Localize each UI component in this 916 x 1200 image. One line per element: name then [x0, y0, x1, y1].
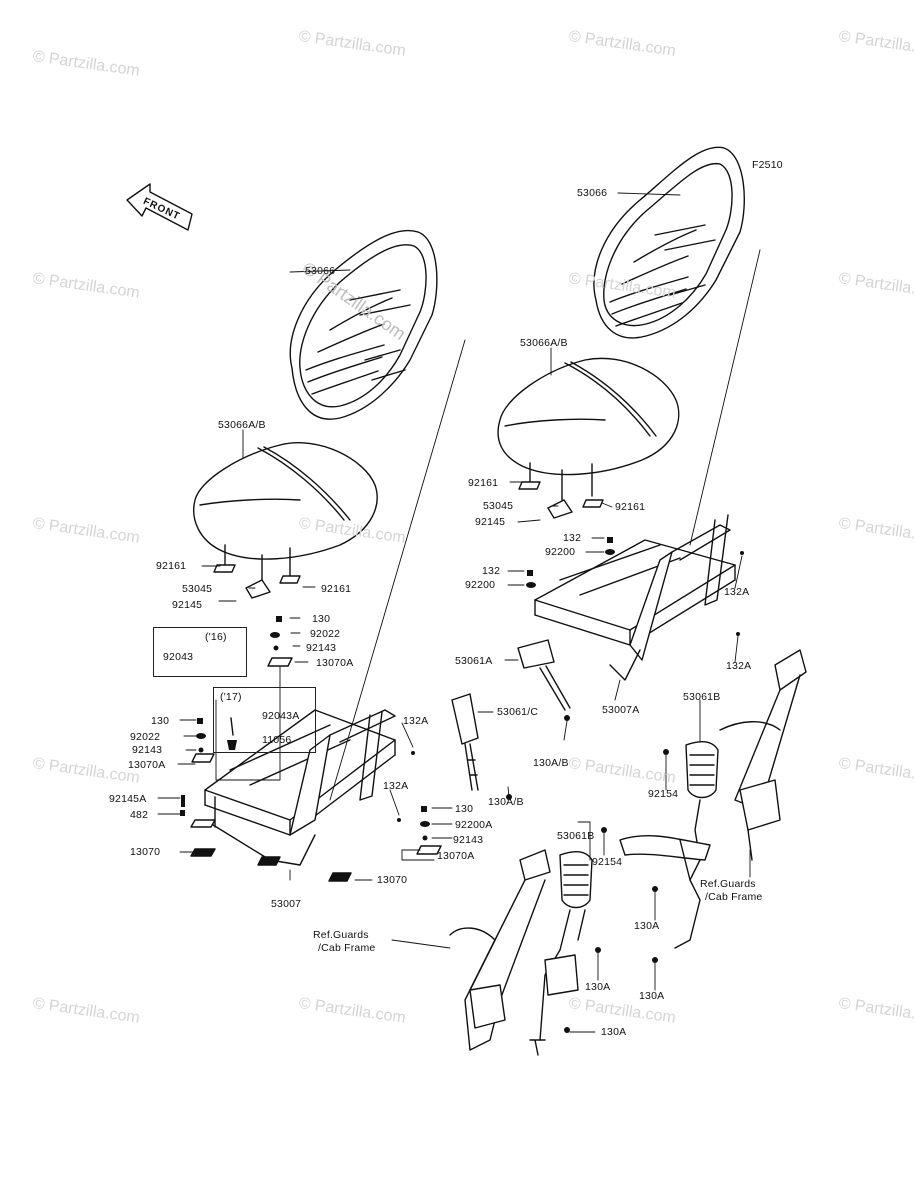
guard-frame-lh [449, 849, 551, 1051]
right-seat-back [593, 146, 745, 339]
part-label[interactable]: 53066A/B [520, 337, 568, 349]
part-label[interactable]: 53061/C [497, 706, 539, 718]
part-label[interactable]: 132A [403, 715, 429, 727]
part-label[interactable]: 13070 [130, 846, 161, 858]
seat-belt-retractor-center [529, 851, 593, 1056]
part-label[interactable]: 53061B [683, 691, 721, 703]
part-label[interactable]: 92143 [132, 744, 163, 756]
part-label[interactable]: 92161 [615, 501, 646, 513]
fasteners [180, 537, 744, 1033]
part-label[interactable]: 92043A [262, 710, 300, 722]
part-label[interactable]: 53007 [271, 898, 302, 910]
variant-label-2016: ('16) [205, 631, 227, 643]
part-label[interactable]: 92022 [130, 731, 161, 743]
seat-belt-retractor-rh [619, 741, 719, 949]
part-label[interactable]: 92145 [475, 516, 506, 528]
part-label[interactable]: 130A/B [488, 796, 524, 808]
part-label[interactable]: 132A [724, 586, 750, 598]
guard-frame-rh [719, 649, 807, 861]
part-label[interactable]: 132 [563, 532, 582, 544]
part-label[interactable]: 130A [585, 981, 611, 993]
washers-seals [190, 657, 442, 882]
variant-box-2017 [213, 687, 316, 753]
part-label[interactable]: 92145A [109, 793, 147, 805]
part-label[interactable]: 92022 [310, 628, 341, 640]
part-label[interactable]: 130 [151, 715, 170, 727]
part-label[interactable]: 130A [639, 990, 665, 1002]
part-label[interactable]: 53061B [557, 830, 595, 842]
part-label[interactable]: 92043 [163, 651, 194, 663]
ref-note: Ref.Guards [700, 878, 756, 890]
part-label[interactable]: 53066A/B [218, 419, 266, 431]
part-label[interactable]: 53045 [182, 583, 213, 595]
part-label[interactable]: 53061A [455, 655, 493, 667]
part-label[interactable]: 53066 [577, 187, 608, 199]
diagram-id: F2510 [752, 159, 783, 171]
part-label[interactable]: 132 [482, 565, 501, 577]
left-seat-cushion [193, 442, 378, 599]
part-label[interactable]: 92143 [306, 642, 337, 654]
part-label[interactable]: 130A [601, 1026, 627, 1038]
part-label[interactable]: 132A [383, 780, 409, 792]
ref-note: /Cab Frame [705, 891, 763, 903]
part-label[interactable]: 92154 [648, 788, 679, 800]
seat-belt-buckle-rh [517, 639, 571, 711]
part-label[interactable]: 92154 [592, 856, 623, 868]
part-label[interactable]: 132A [726, 660, 752, 672]
right-seat-cushion [497, 357, 680, 519]
part-label[interactable]: 130 [455, 803, 474, 815]
leader-lines [157, 192, 761, 1033]
part-label[interactable]: 92143 [453, 834, 484, 846]
part-label[interactable]: 92161 [156, 560, 187, 572]
part-label[interactable]: 13070A [128, 759, 166, 771]
variant-box-2016 [153, 627, 247, 677]
front-arrow-icon [126, 183, 193, 231]
part-label[interactable]: 53045 [483, 500, 514, 512]
part-label[interactable]: 53066 [305, 265, 336, 277]
part-label[interactable]: 11056 [262, 734, 292, 746]
seat-belt-buckle-center [451, 693, 479, 791]
part-label[interactable]: 482 [130, 809, 149, 821]
part-label[interactable]: 92200 [545, 546, 576, 558]
left-seat-back [289, 229, 438, 420]
part-label[interactable]: 130A [634, 920, 660, 932]
left-seat-frame [204, 709, 396, 866]
right-seat-frame [534, 514, 736, 681]
part-label[interactable]: 130A/B [533, 757, 569, 769]
part-label[interactable]: 130 [312, 613, 331, 625]
part-label[interactable]: 53007A [602, 704, 640, 716]
part-label[interactable]: 92161 [468, 477, 499, 489]
part-label[interactable]: 13070A [437, 850, 475, 862]
part-label[interactable]: 13070A [316, 657, 354, 669]
part-label[interactable]: 92200A [455, 819, 493, 831]
ref-note: /Cab Frame [318, 942, 376, 954]
ref-note: Ref.Guards [313, 929, 369, 941]
part-label[interactable]: 92200 [465, 579, 496, 591]
variant-label-2017: ('17) [220, 691, 242, 703]
part-label[interactable]: 92145 [172, 599, 203, 611]
part-label[interactable]: 92161 [321, 583, 352, 595]
part-label[interactable]: 13070 [377, 874, 408, 886]
